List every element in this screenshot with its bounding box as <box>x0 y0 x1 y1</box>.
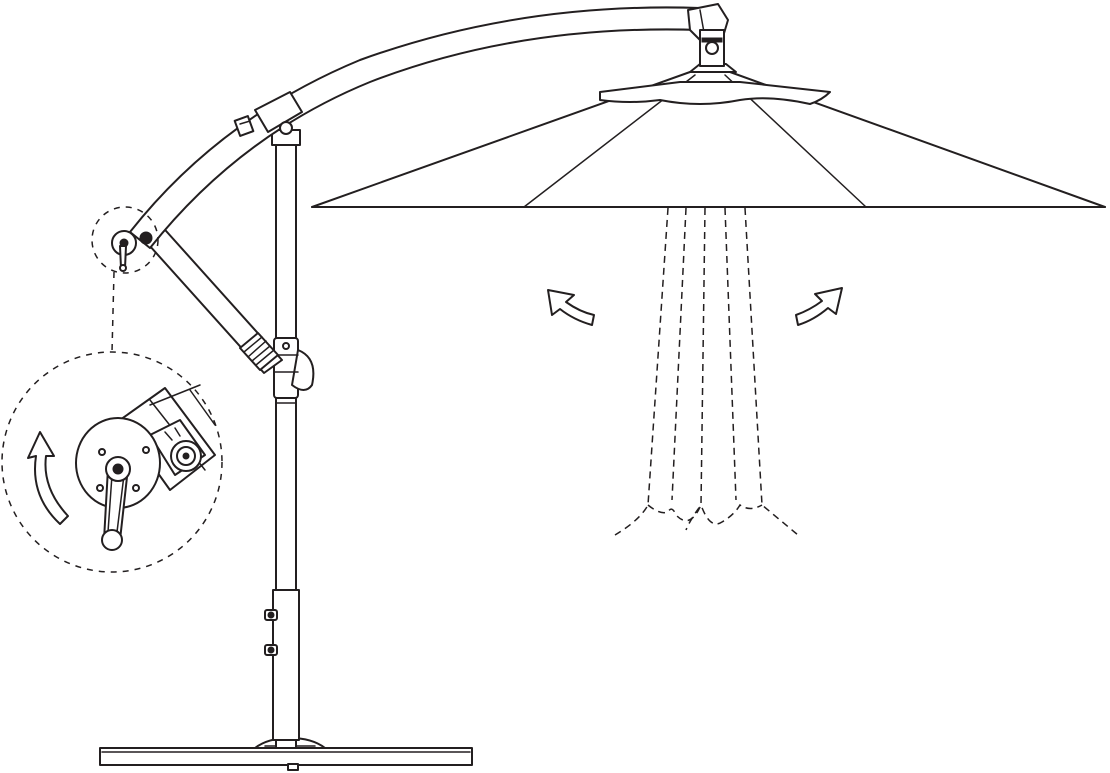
strut-slider-bracket <box>273 337 315 399</box>
callout-leader-line <box>111 271 115 353</box>
crank-detail-zoom <box>1 351 223 573</box>
tilt-motion-dashes <box>614 207 799 536</box>
crank-gear <box>139 231 153 245</box>
pole-knob-lower <box>264 644 278 656</box>
strut-grip <box>239 332 279 371</box>
crank-rotation-arrow <box>27 431 69 525</box>
pole-knob-upper <box>264 609 278 621</box>
zoom-crank-arm <box>101 456 131 551</box>
canopy <box>311 29 1106 208</box>
crank-handle <box>111 230 153 272</box>
rotate-arrow-right <box>795 287 843 326</box>
pole <box>264 125 301 749</box>
crank-callout-ring <box>91 206 159 274</box>
arm-joint-sleeve <box>233 91 303 137</box>
cross-base <box>99 737 473 771</box>
support-strut <box>139 221 283 374</box>
canopy-top-cap <box>689 29 737 73</box>
curved-arm <box>129 3 729 249</box>
rotate-arrow-left <box>547 289 595 326</box>
zoom-gear <box>170 440 202 472</box>
canopy-vent <box>599 81 831 105</box>
